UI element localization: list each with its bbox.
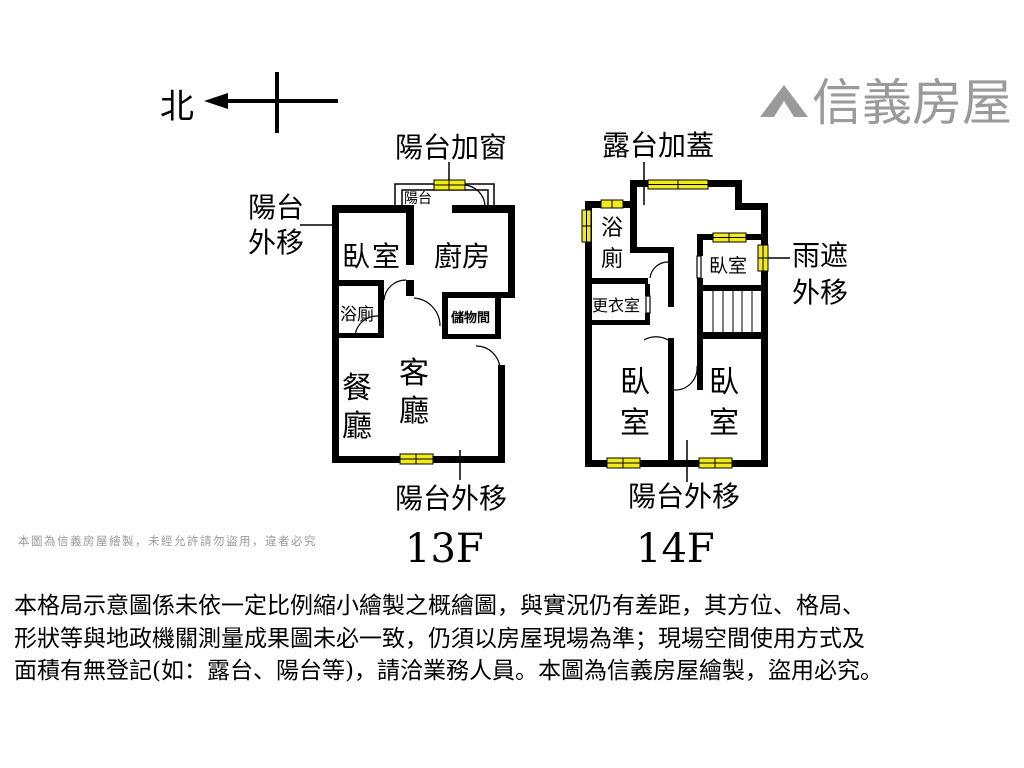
room-bedroom-right-2: 室 <box>709 406 739 441</box>
callout-canopy-move-1: 雨遮 <box>792 239 848 272</box>
callout-balcony-move-bottom-14f: 陽台外移 <box>628 480 740 513</box>
room-bedroom-left-1: 臥 <box>620 365 650 400</box>
callout-balcony-move-1: 陽台 <box>248 191 304 224</box>
room-bedroom-1: 臥 <box>342 240 370 273</box>
room-bedroom-2: 室 <box>372 240 400 273</box>
disclaimer-line: 面積有無登記(如：露台、陽台等)，請洽業務人員。本圖為信義房屋繪製，盜用必究。 <box>14 658 883 684</box>
walls-14f <box>585 180 768 467</box>
room-closet: 更衣室 <box>592 296 640 315</box>
watermark: 信義房屋 本圖為信義房屋繪製，未經允許請勿盜用，違者必究 <box>18 74 1012 548</box>
floor-14-plan: 露台加蓋 雨遮 外移 陽台外移 浴 廁 臥室 更衣室 臥 室 臥 室 14F <box>581 129 848 572</box>
callout-balcony-move-2: 外移 <box>248 226 304 259</box>
arrow-left-icon <box>204 93 228 109</box>
room-bedroom-right-1: 臥 <box>709 365 739 400</box>
disclaimer-line: 本格局示意圖係未依一定比例縮小繪製之概繪圖，與實況仍有差距，其方位、格局、 <box>14 593 865 619</box>
north-label: 北 <box>160 87 194 127</box>
room-bath-2: 廁 <box>601 247 623 272</box>
room-living-1: 客 <box>399 356 429 391</box>
room-living-2: 廳 <box>399 394 429 429</box>
room-bath-1: 浴 <box>601 216 623 241</box>
watermark-notice: 本圖為信義房屋繪製，未經允許請勿盜用，違者必究 <box>18 534 317 548</box>
callout-canopy-move-2: 外移 <box>792 276 848 309</box>
watermark-logo-icon <box>760 85 808 117</box>
stairs <box>712 291 753 332</box>
disclaimer: 本格局示意圖係未依一定比例縮小繪製之概繪圖，與實況仍有差距，其方位、格局、 形狀… <box>14 590 1014 688</box>
disclaimer-line: 形狀等與地政機關測量成果圖未必一致，仍須以房屋現場為準；現場空間使用方式及 <box>14 625 865 652</box>
callout-balcony-move-bottom: 陽台外移 <box>395 482 507 515</box>
room-small-bedroom: 臥室 <box>709 255 747 277</box>
watermark-brand: 信義房屋 <box>812 74 1012 132</box>
callout-balcony-window: 陽台加窗 <box>395 131 507 164</box>
room-balcony: 陽台 <box>404 191 432 207</box>
floor-label-14f: 14F <box>636 526 715 572</box>
room-storage: 儲物間 <box>450 310 490 326</box>
floor-13-plan: 陽台加窗 陽台 外移 陽台外移 陽台 臥 室 廚房 浴廁 儲物間 餐 廳 客 廳… <box>248 131 515 572</box>
floor-label-13f: 13F <box>405 526 484 572</box>
room-bathroom: 浴廁 <box>340 304 374 325</box>
compass: 北 <box>160 72 338 133</box>
callout-terrace-cover: 露台加蓋 <box>602 129 714 162</box>
windows-14f <box>581 179 769 469</box>
room-dining-2: 廳 <box>342 409 372 444</box>
room-bedroom-left-2: 室 <box>620 406 650 441</box>
room-kitchen: 廚房 <box>434 240 490 273</box>
room-dining-1: 餐 <box>342 371 372 406</box>
